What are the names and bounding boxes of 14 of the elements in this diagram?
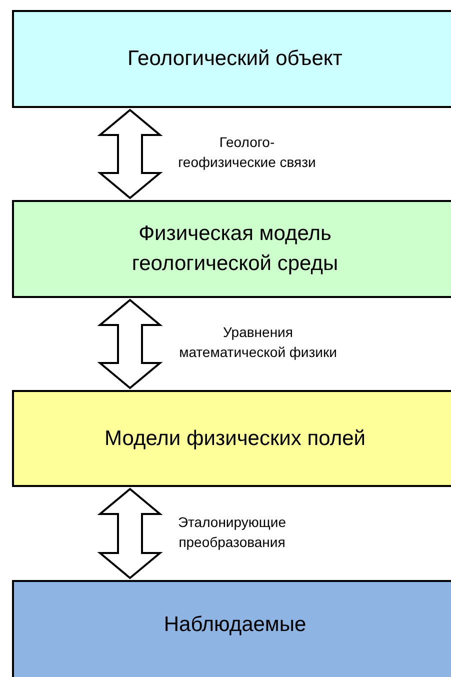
- process-box: [12, 580, 451, 677]
- box-text: Физическая модель геологической среды: [130, 221, 340, 277]
- box-text: Наблюдаемые: [162, 612, 308, 638]
- double-arrow: [97, 298, 163, 390]
- edge-label: Эталонирующие преобразования: [176, 512, 288, 552]
- edge-label: Уравнения математической физики: [178, 323, 338, 362]
- edge-label: Геолого- геофизические связи: [177, 133, 317, 172]
- box-text: Модели физических полей: [104, 426, 366, 452]
- double-arrow: [97, 488, 163, 580]
- box-text: Геологический объект: [126, 46, 344, 72]
- process-box: [12, 200, 451, 298]
- double-arrow: [97, 108, 163, 200]
- process-box: [12, 10, 451, 108]
- process-box: [12, 390, 451, 487]
